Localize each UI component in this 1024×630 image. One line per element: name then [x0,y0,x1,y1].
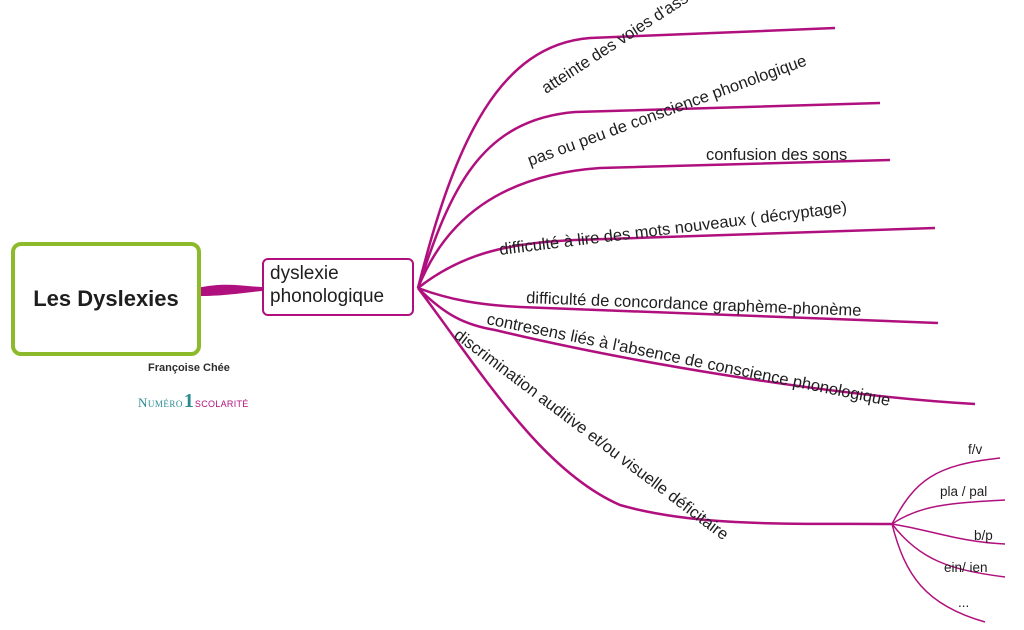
leaf-line-1 [891,457,1001,525]
subtopic-line-2: phonologique [270,286,385,307]
leaf-line-2 [891,499,1006,525]
branch-line-5 [417,286,939,325]
leaf-label-1: f/v [968,442,983,457]
branch-label-5: difficulté de concordance graphème-phonè… [526,289,862,320]
root-title: Les Dyslexies [33,286,179,311]
branch-line-6 [417,287,976,406]
logo-text-scolarite: SCOLARITÉ [194,399,249,409]
branch-line-4 [417,226,936,289]
leaf-line-5 [891,523,986,623]
leaf-label-3: b/p [974,528,993,543]
leaf-line-4 [891,523,1006,578]
publisher-logo: Numéro 1 SCOLARITÉ [138,390,249,413]
branch-label-4: difficulté à lire des mots nouveaux ( dé… [498,198,848,259]
logo-text-one: 1 [183,390,194,412]
leaf-label-4: ein/ ien [944,560,988,575]
author-credit: Françoise Chée [148,362,230,374]
branch-line-2 [416,101,881,289]
leaf-line-3 [891,523,1006,545]
branch-line-3 [416,158,891,289]
logo-text-numero: Numéro [138,395,183,410]
branch-label-3: confusion des sons [706,146,847,164]
leaf-label-5: ... [958,595,969,610]
leaf-label-2: pla / pal [940,484,987,499]
subtopic-node[interactable]: dyslexie phonologique [262,258,414,316]
root-node[interactable]: Les Dyslexies [11,242,201,356]
root-connector [197,284,262,296]
subtopic-line-1: dyslexie [270,263,339,284]
branch-line-7 [417,287,893,526]
branch-line-1 [416,26,836,289]
